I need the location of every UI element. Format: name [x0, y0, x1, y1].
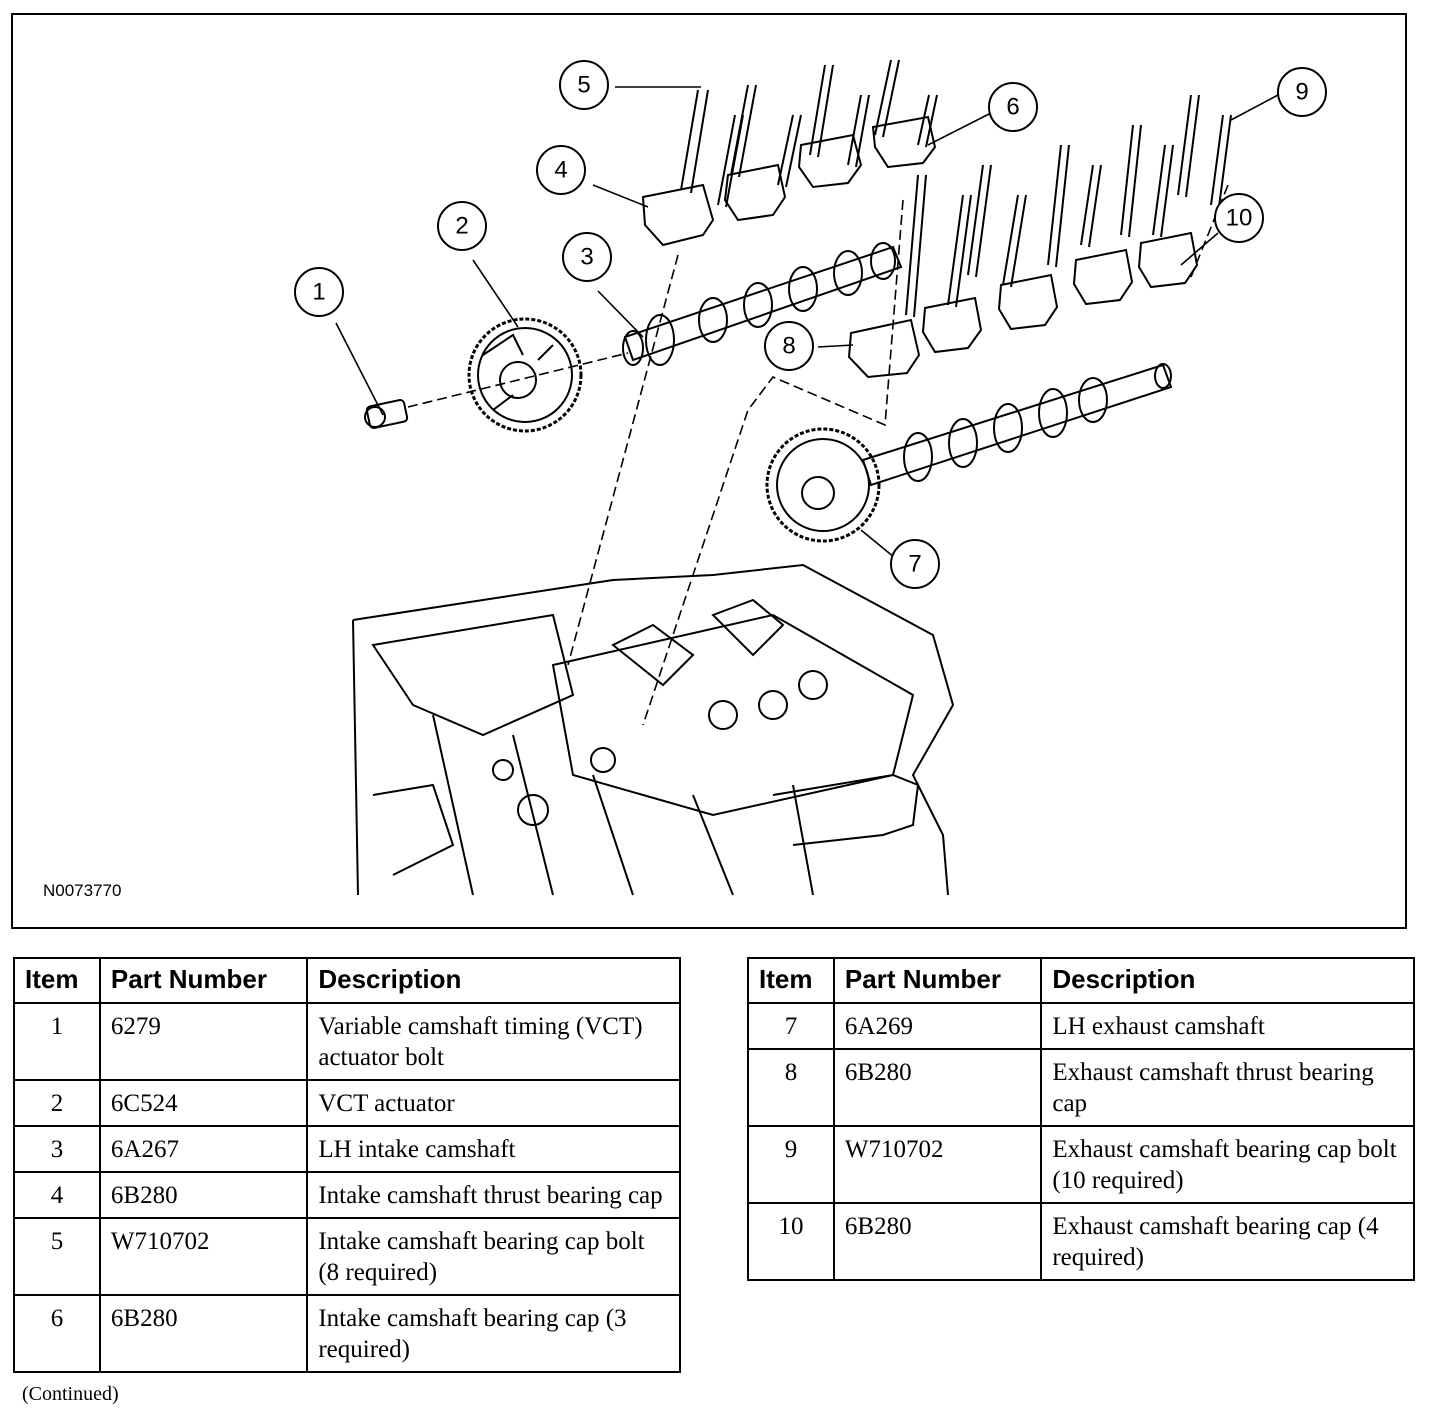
- callout-5-label: 5: [577, 72, 590, 99]
- callout-7: 7: [890, 539, 940, 589]
- table-row: 9 W710702 Exhaust camshaft bearing cap b…: [747, 1125, 1415, 1204]
- table-row: 4 6B280 Intake camshaft thrust bearing c…: [13, 1171, 681, 1219]
- parts-table-left: Item Part Number Description 1 6279 Vari…: [13, 957, 681, 1373]
- part-number: W710702: [98, 1217, 309, 1296]
- vct-actuator-bolt: [364, 399, 409, 429]
- table-header-row: Item Part Number Description: [13, 957, 681, 1004]
- part-number: 6279: [98, 1002, 309, 1081]
- callout-6-label: 6: [1006, 94, 1019, 121]
- header-part-number: Part Number: [832, 957, 1043, 1004]
- table-row: 5 W710702 Intake camshaft bearing cap bo…: [13, 1217, 681, 1296]
- exhaust-bolts: [905, 94, 1232, 318]
- description: LH exhaust camshaft: [1040, 1002, 1415, 1050]
- callout-2-label: 2: [455, 213, 468, 240]
- part-number: 6C524: [98, 1079, 309, 1127]
- description: VCT actuator: [306, 1079, 681, 1127]
- item-number: 7: [747, 1002, 835, 1050]
- description: Intake camshaft bearing cap (3 required): [306, 1294, 681, 1373]
- description: LH intake camshaft: [306, 1125, 681, 1173]
- callout-3-label: 3: [580, 244, 593, 271]
- item-number: 10: [747, 1202, 835, 1281]
- leader-lines: [335, 86, 1279, 568]
- part-number: 6B280: [832, 1202, 1043, 1281]
- parts-table-right: Item Part Number Description 7 6A269 LH …: [747, 957, 1415, 1281]
- exhaust-bearing-caps: [847, 231, 1199, 379]
- callout-9: 9: [1277, 67, 1327, 117]
- description: Intake camshaft thrust bearing cap: [306, 1171, 681, 1219]
- callout-3: 3: [562, 232, 612, 282]
- description: Exhaust camshaft thrust bearing cap: [1040, 1048, 1415, 1127]
- callout-10: 10: [1214, 193, 1264, 243]
- part-number: 6A269: [832, 1002, 1043, 1050]
- table-row: 7 6A269 LH exhaust camshaft: [747, 1002, 1415, 1050]
- callout-2: 2: [437, 201, 487, 251]
- table-header-row: Item Part Number Description: [747, 957, 1415, 1004]
- header-description: Description: [1040, 957, 1415, 1004]
- exhaust-camshaft: [765, 363, 1173, 543]
- header-description: Description: [306, 957, 681, 1004]
- item-number: 2: [13, 1079, 101, 1127]
- description: Exhaust camshaft bearing cap bolt (10 re…: [1040, 1125, 1415, 1204]
- description: Variable camshaft timing (VCT) actuator …: [306, 1002, 681, 1081]
- table-row: 1 6279 Variable camshaft timing (VCT) ac…: [13, 1002, 681, 1081]
- cylinder-head: [352, 563, 955, 896]
- item-number: 5: [13, 1217, 101, 1296]
- camshaft-exploded-diagram: 1 2 3 4 5 6 7 8: [294, 59, 1327, 896]
- callout-5: 5: [559, 60, 609, 110]
- item-number: 6: [13, 1294, 101, 1373]
- callout-10-label: 10: [1226, 205, 1253, 232]
- callout-9-label: 9: [1295, 79, 1308, 106]
- part-number: 6A267: [98, 1125, 309, 1173]
- item-number: 1: [13, 1002, 101, 1081]
- part-number: W710702: [832, 1125, 1043, 1204]
- item-number: 3: [13, 1125, 101, 1173]
- header-part-number: Part Number: [98, 957, 309, 1004]
- header-item: Item: [13, 957, 101, 1004]
- table-row: 6 6B280 Intake camshaft bearing cap (3 r…: [13, 1294, 681, 1373]
- item-number: 8: [747, 1048, 835, 1127]
- part-number: 6B280: [98, 1171, 309, 1219]
- header-item: Item: [747, 957, 835, 1004]
- intake-bolts: [680, 59, 938, 208]
- callout-4-label: 4: [554, 157, 567, 184]
- exploded-view-figure: 1 2 3 4 5 6 7 8: [11, 13, 1407, 929]
- item-number: 9: [747, 1125, 835, 1204]
- description: Intake camshaft bearing cap bolt (8 requ…: [306, 1217, 681, 1296]
- table-row: 2 6C524 VCT actuator: [13, 1079, 681, 1127]
- callout-1: 1: [294, 267, 344, 317]
- item-number: 4: [13, 1171, 101, 1219]
- part-number: 6B280: [832, 1048, 1043, 1127]
- callout-6: 6: [988, 82, 1038, 132]
- description: Exhaust camshaft bearing cap (4 required…: [1040, 1202, 1415, 1281]
- callout-8: 8: [764, 321, 814, 371]
- callout-1-label: 1: [312, 279, 325, 306]
- continued-note: (Continued): [22, 1383, 119, 1405]
- figure-id: N0073770: [43, 881, 122, 900]
- table-row: 3 6A267 LH intake camshaft: [13, 1125, 681, 1173]
- part-number: 6B280: [98, 1294, 309, 1373]
- vct-actuator: [467, 317, 583, 433]
- callout-7-label: 7: [908, 551, 921, 578]
- callout-4: 4: [536, 145, 586, 195]
- assembly-lines: [407, 184, 1229, 726]
- intake-camshaft: [622, 242, 903, 366]
- callout-8-label: 8: [782, 333, 795, 360]
- table-row: 8 6B280 Exhaust camshaft thrust bearing …: [747, 1048, 1415, 1127]
- table-row: 10 6B280 Exhaust camshaft bearing cap (4…: [747, 1202, 1415, 1281]
